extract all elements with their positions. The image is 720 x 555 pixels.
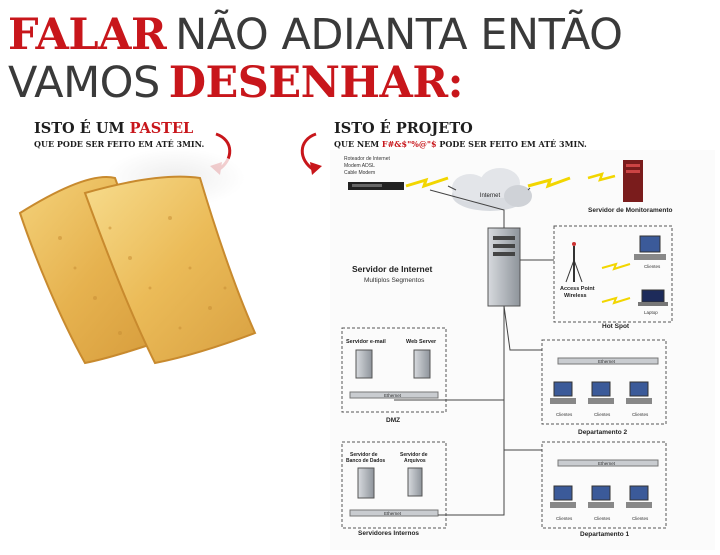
pastel-image [0,148,330,378]
router-label-2: Modem ADSL [344,163,375,169]
project-caption-main: ISTO É PROJETO [334,120,473,137]
headline-bold-word-2: DESENHAR: [168,58,464,108]
laptop-icon [638,289,668,306]
email-server-icon [355,349,373,379]
laptop-label: Laptop [644,310,658,315]
monitoring-server-label: Servidor de Monitoramento [588,207,673,214]
headline-line-2: VAMOS DESENHAR: [8,62,464,105]
headline-light-text-2: VAMOS [8,58,160,108]
pastel-caption-prefix: ISTO É UM [34,120,125,137]
email-server-label: Servidor e-mail [346,339,386,345]
internet-server-icon [487,227,521,307]
file-server-icon [407,467,423,497]
dept2-clients-label-1: Clientes [556,412,573,417]
monitoring-server-icon [623,160,643,202]
file-server-label-2: Arquivos [404,458,426,464]
db-server-icon [357,467,375,499]
file-server-label-1: Servidor de [400,452,428,458]
pastel-caption-highlight: PASTEL [129,120,194,137]
dept2-computer-icon-2 [588,381,614,404]
web-server-label: Web Server [406,339,437,345]
lightning-icon-2 [527,176,571,189]
project-caption-sub-suffix: PODE SER FEITO EM ATÉ 3MIN. [439,138,587,149]
db-server-label-1: Servidor de [350,452,378,458]
dept2-ethernet-bar [557,357,659,365]
dmz-box [341,327,447,413]
internal-servers-box [341,441,447,529]
headline-bold-word: FALAR [8,10,167,60]
hotspot-clients-label: Clientes [644,264,661,269]
dept1-clients-label-1: Clientes [556,516,573,521]
lightning-icon-1 [405,176,449,189]
dept1-ethernet-bar [557,459,659,467]
dept1-computer-icon-2 [588,485,614,508]
dept2-label: Departamento 2 [578,429,628,436]
hotspot-label: Hot Spot [602,323,630,330]
dept2-box [541,339,667,425]
dept1-clients-label-3: Clientes [632,516,649,521]
router-icon [348,182,404,190]
router-label-1: Roteador de Internet [344,156,390,162]
headline-light-text: NÃO ADIANTA ENTÃO [175,10,623,60]
dept1-computer-icon-3 [626,485,652,508]
dmz-ethernet-label: Ethernet [384,393,402,398]
web-server-icon [413,349,431,379]
dmz-ethernet-bar [349,391,439,399]
project-caption-sub-prefix: QUE NEM [334,138,380,149]
internet-server-title: Servidor de Internet [352,264,432,274]
wireless-label: Wireless [564,293,587,299]
dmz-label: DMZ [386,417,400,424]
dept2-clients-label-3: Clientes [632,412,649,417]
db-server-label-2: Banco de Dados [346,458,385,464]
dept1-box [541,441,667,529]
pastel-caption: ISTO É UM PASTEL QUE PODE SER FEITO EM A… [34,120,205,149]
internal-ethernet-label: Ethernet [384,511,402,516]
internet-label: Internet [480,193,501,199]
dept1-label: Departamento 1 [580,531,630,538]
dept1-clients-label-2: Clientes [594,516,611,521]
internal-servers-label: Servidores Internos [358,530,419,537]
internet-server-subtitle: Multiplos Segmentos [364,277,425,284]
headline-line-1: FALAR NÃO ADIANTA ENTÃO [8,14,623,57]
router-label-3: Cable Modem [344,170,375,176]
dept2-computer-icon-1 [550,381,576,404]
pastel-caption-sub: QUE PODE SER FEITO EM ATÉ 3MIN. [34,138,205,149]
hotspot-client-computer-icon [634,235,666,260]
dept2-computer-icon-3 [626,381,652,404]
lightning-icon-3 [587,172,616,182]
internal-ethernet-bar [349,509,439,517]
dept1-computer-icon-1 [550,485,576,508]
lightning-icon-4 [601,262,631,271]
internet-cloud-icon [452,168,532,211]
project-caption-sub-highlight: F#&$"%@"$ [381,138,437,149]
dept2-ethernet-label: Ethernet [598,359,616,364]
hotspot-box [553,225,673,323]
dept1-ethernet-label: Ethernet [598,461,616,466]
connection-lines [394,185,554,516]
curved-arrow-right-icon [300,132,322,175]
antenna-icon [565,242,583,283]
lightning-icon-5 [601,296,631,305]
network-diagram: Roteador de Internet Modem ADSL Cable Mo… [330,150,715,550]
project-caption: ISTO É PROJETO QUE NEM F#&$"%@"$ PODE SE… [334,120,587,149]
dept2-clients-label-2: Clientes [594,412,611,417]
access-point-label: Access Point [560,286,595,292]
